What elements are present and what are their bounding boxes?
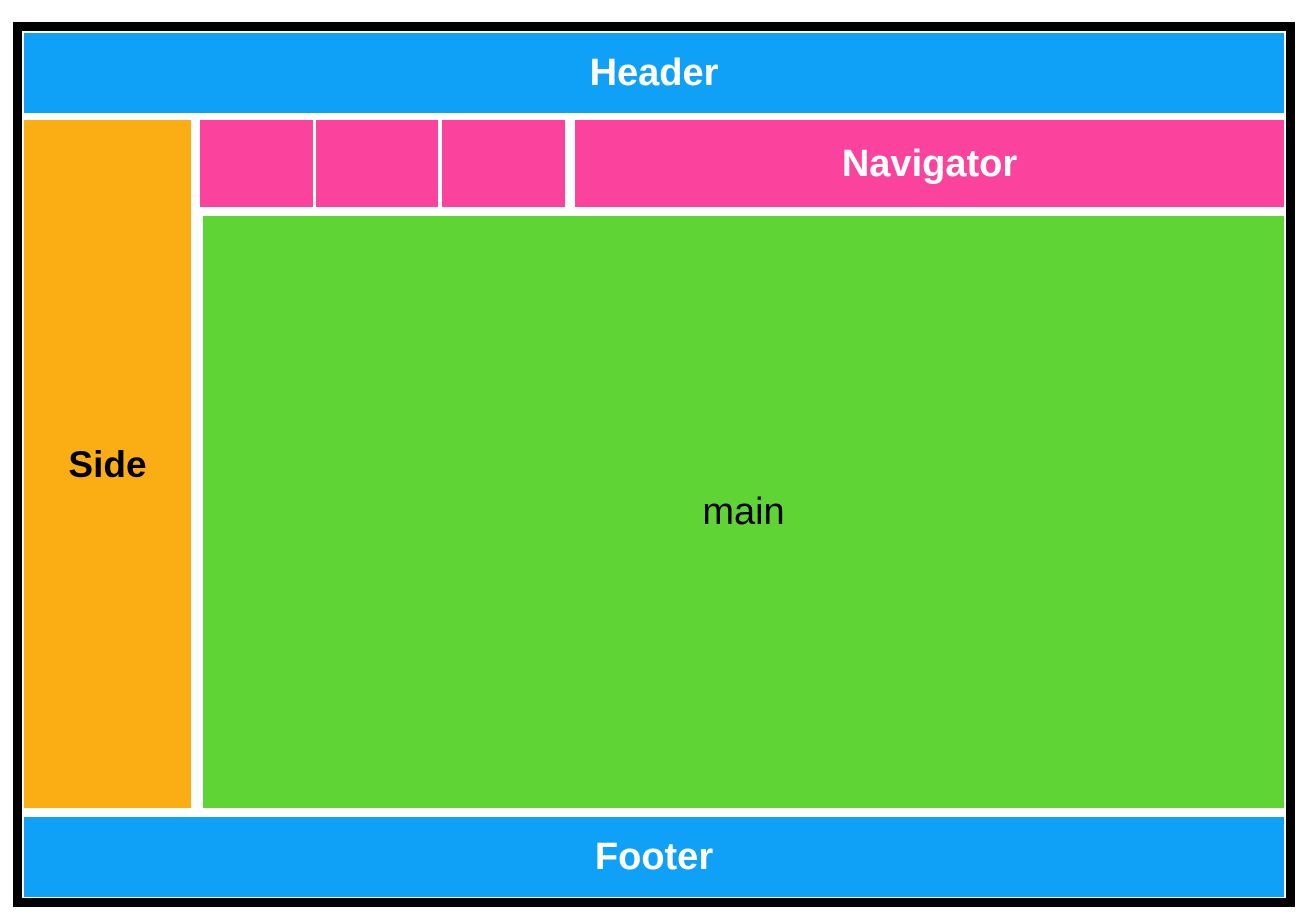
header-region: Header bbox=[24, 33, 1284, 113]
nav-box-3 bbox=[442, 120, 565, 207]
layout-frame: Header Side Navigator main Footer bbox=[13, 22, 1295, 907]
footer-region: Footer bbox=[24, 817, 1284, 897]
navigator-region: Navigator bbox=[575, 120, 1284, 207]
header-label: Header bbox=[589, 52, 719, 94]
nav-box-2 bbox=[316, 120, 438, 207]
side-label: Side bbox=[68, 443, 147, 485]
footer-label: Footer bbox=[594, 836, 714, 878]
main-label: main bbox=[702, 491, 785, 533]
side-region: Side bbox=[24, 120, 191, 808]
nav-box-1 bbox=[200, 120, 313, 207]
main-region: main bbox=[203, 216, 1284, 808]
navigator-label: Navigator bbox=[841, 142, 1018, 185]
